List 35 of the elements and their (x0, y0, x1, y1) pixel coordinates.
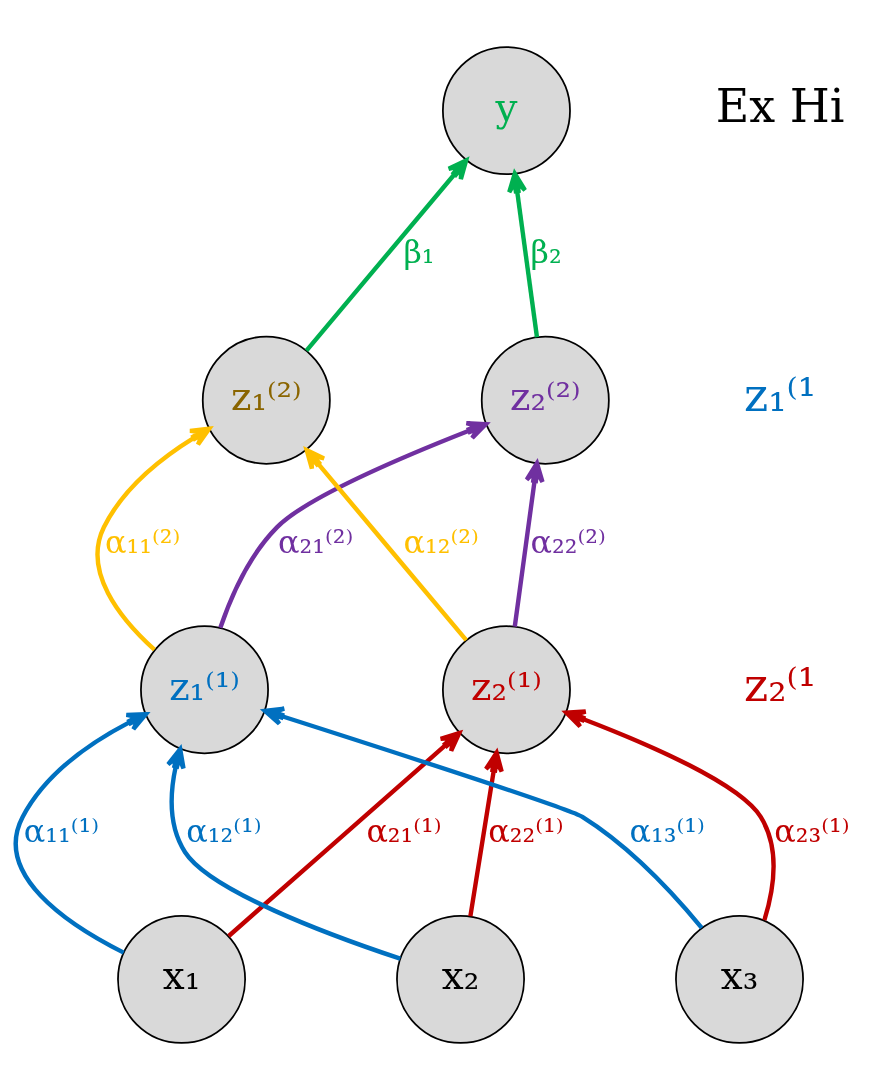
node-circle: z₂⁽¹⁾ (442, 625, 571, 755)
arrow (507, 171, 540, 338)
arrow (304, 158, 469, 352)
arrow (13, 712, 148, 955)
edge-label: α₂₂⁽²⁾ (530, 523, 606, 560)
arrow (512, 461, 545, 627)
edge-label: α₁₁⁽²⁾ (105, 523, 181, 560)
edge-label: α₁₂⁽²⁾ (403, 523, 479, 560)
node-circle: z₁⁽¹⁾ (140, 625, 269, 755)
edge-label: α₁₃⁽¹⁾ (629, 813, 705, 850)
arrow (262, 706, 704, 930)
edge-label: α₁₂⁽¹⁾ (186, 813, 262, 850)
arrow (95, 426, 212, 652)
edge-label: α₂₁⁽²⁾ (278, 523, 354, 560)
node-circle: z₂⁽²⁾ (480, 335, 610, 465)
arrow (564, 709, 776, 921)
arrow (218, 420, 488, 629)
label: z₂⁽¹ (744, 657, 817, 712)
edge-label: α₂₂⁽¹⁾ (488, 813, 564, 850)
label: Ex Hi (715, 78, 845, 133)
edge-label: α₂₃⁽¹⁾ (774, 813, 850, 850)
node-circle: x₂ (396, 914, 525, 1044)
arrow (165, 747, 401, 961)
edge-label: β₁ (403, 234, 435, 271)
arrow (304, 447, 468, 642)
edge-label: α₁₁⁽¹⁾ (23, 813, 100, 850)
arrow (227, 731, 462, 938)
label: z₁⁽¹ (744, 368, 817, 423)
node-circle: z₁⁽²⁾ (201, 335, 331, 465)
edge-label: β₂ (530, 234, 562, 271)
node-circle: x₁ (117, 914, 246, 1044)
node-circle: y (442, 46, 571, 176)
node-circle: x₃ (675, 914, 804, 1044)
edge-label: α₂₁⁽¹⁾ (366, 813, 442, 850)
arrow (468, 750, 504, 917)
